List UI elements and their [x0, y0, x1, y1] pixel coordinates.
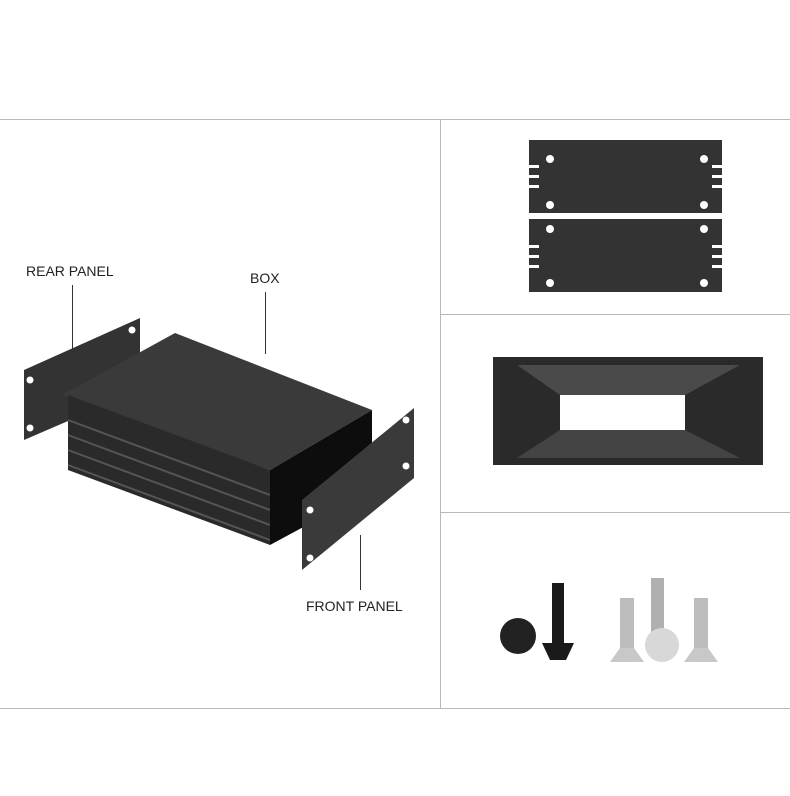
box-image [62, 333, 372, 545]
rear-panel-leader [72, 285, 73, 353]
top-divider [0, 119, 790, 120]
right-divider-1 [440, 314, 790, 315]
vertical-divider [440, 119, 441, 708]
box-leader [265, 292, 266, 354]
box-front-view-image [493, 357, 763, 465]
rear-panel-label: REAR PANEL [26, 263, 114, 279]
front-panel-label: FRONT PANEL [306, 598, 403, 614]
front-panel-leader [360, 535, 361, 590]
box-label: BOX [250, 270, 280, 286]
screws-image [500, 578, 718, 662]
bottom-divider [0, 708, 790, 709]
front-panel-image [302, 408, 414, 570]
right-divider-2 [440, 512, 790, 513]
flat-panels-image [529, 140, 722, 292]
